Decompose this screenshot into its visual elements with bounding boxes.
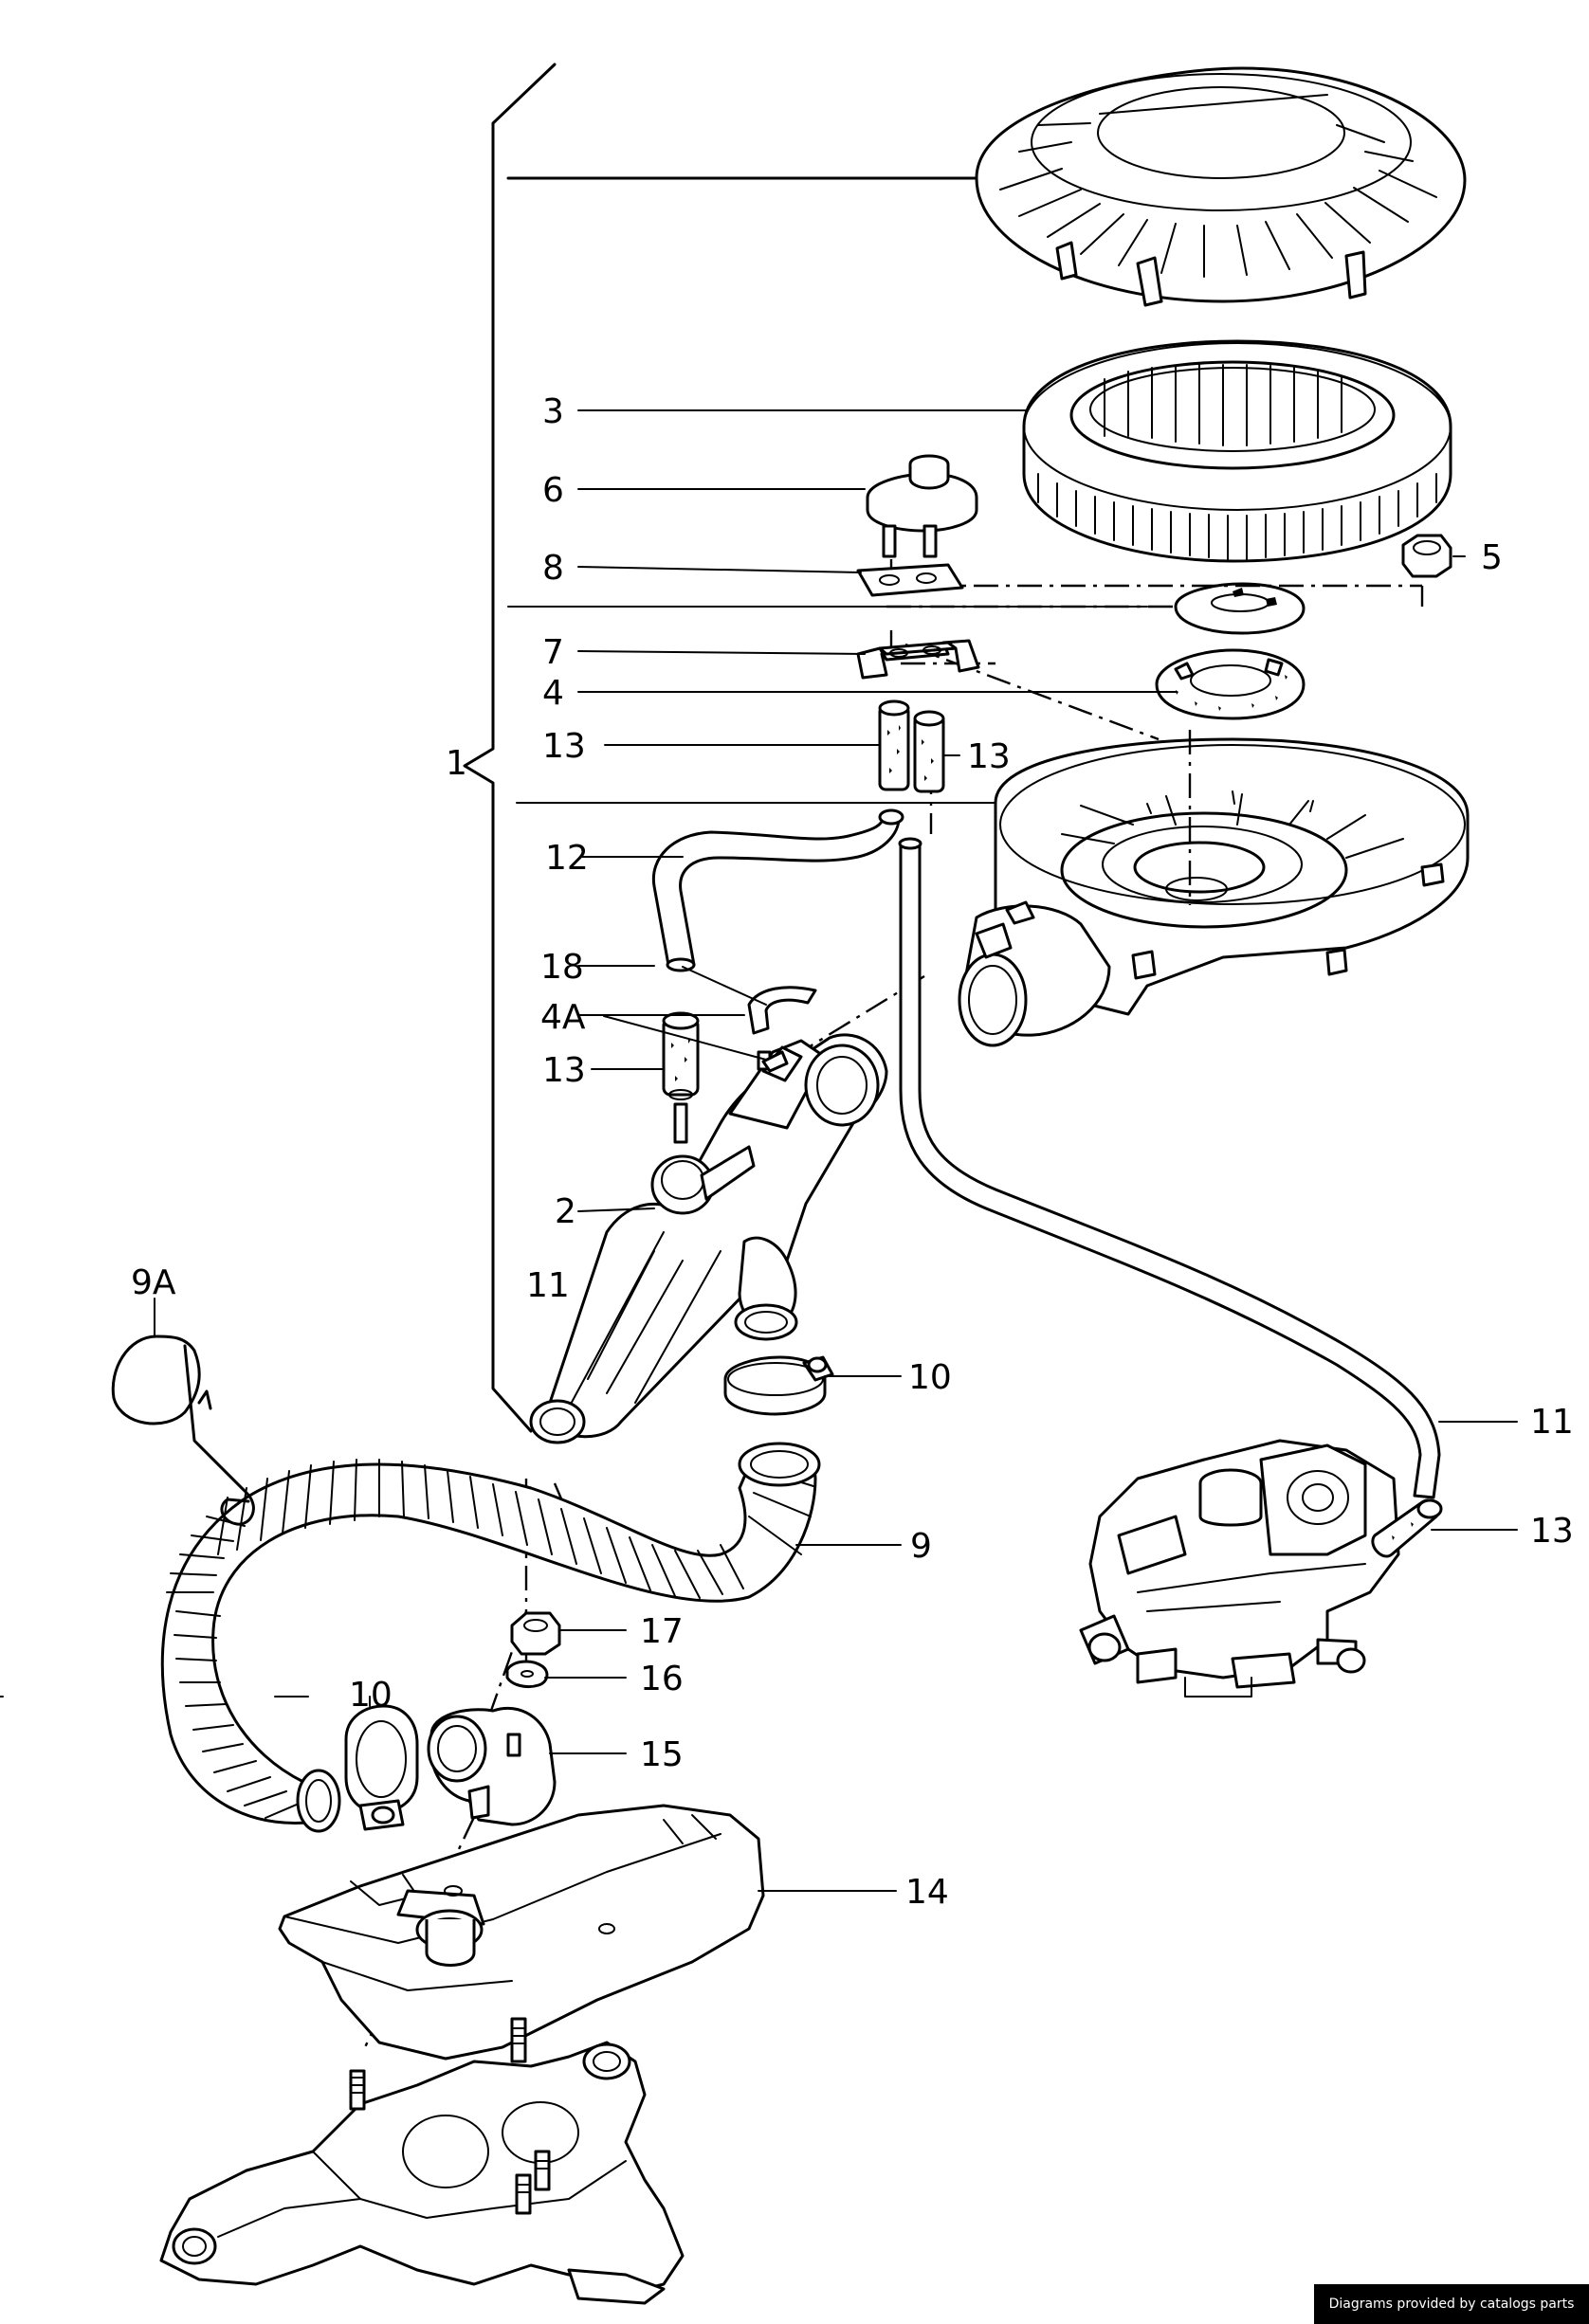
label-13-top-left: 13 [542,727,586,766]
washer-16 [505,1660,549,1689]
bracket-7 [856,639,980,680]
exhaust-manifold [159,2017,685,2305]
label-3: 3 [542,392,564,431]
callout-labels: 1 2 3 4 4A 5 6 7 8 9 9A 10 10 11 11 12 1… [131,392,1574,1912]
clip-18 [682,966,817,1035]
credit-badge: Diagrams provided by catalogs parts [1314,2284,1589,2324]
long-vacuum-hose-11 [898,837,1441,1499]
hose-clamp-10-lower [344,1704,419,1831]
elbow-connector-15 [427,1706,557,1826]
label-2: 2 [555,1192,576,1231]
label-13-carb: 13 [1530,1512,1574,1551]
thermo-switch-6 [866,454,978,558]
label-16: 16 [640,1660,684,1698]
gasket-8 [856,563,964,597]
air-filter-lid [975,66,1467,307]
hose-clamp-10-upper [723,1355,834,1416]
flexible-hot-air-hose-9 [160,1442,821,1833]
label-17: 17 [640,1612,684,1651]
rubber-seal-ring [1155,648,1306,720]
label-11-right: 11 [1530,1403,1574,1442]
nut-17 [510,1611,561,1656]
hose-piece-13-right [913,710,945,793]
label-1: 1 [446,744,467,783]
air-filter-housing [958,737,1470,1047]
label-15: 15 [640,1735,684,1774]
label-12: 12 [545,839,589,878]
heat-shield-14 [278,1804,765,2061]
label-14: 14 [905,1873,949,1912]
nut-5 [1401,534,1452,607]
hose-piece-13-middle [662,1011,700,1100]
label-4a: 4A [540,998,586,1037]
label-9: 9 [910,1527,932,1566]
assembly-bracket-1 [463,63,1148,1433]
label-13-middle: 13 [542,1051,586,1090]
carburetor [1079,1439,1443,1698]
label-10-lower: 10 [349,1676,393,1715]
hose-piece-13-left [878,699,910,791]
label-4: 4 [542,674,564,713]
label-13-top-right: 13 [967,737,1011,776]
washer-ring [1174,582,1306,635]
label-8: 8 [542,549,564,588]
spring-clip-9a [111,1334,255,1526]
label-7: 7 [542,633,564,672]
air-filter-element [1022,339,1452,563]
label-11-left: 11 [526,1266,570,1305]
intake-housing-2 [529,1033,888,1444]
label-5: 5 [1481,538,1503,577]
label-9a: 9A [131,1263,176,1302]
label-6: 6 [542,471,564,510]
leader-lines [0,409,1518,1892]
vacuum-hose-12 [651,808,904,972]
label-10-upper: 10 [908,1358,952,1397]
label-18: 18 [540,948,584,987]
